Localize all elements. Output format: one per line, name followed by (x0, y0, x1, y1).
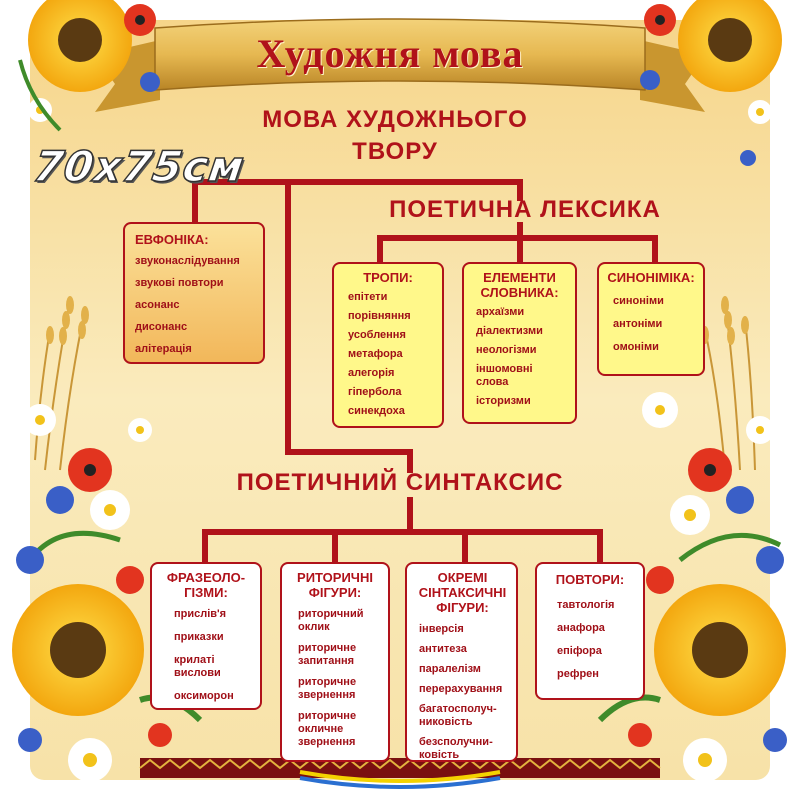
list-item: оксиморон (174, 690, 234, 702)
phraseologisms-title: ФРАЗЕОЛО-ГІЗМИ: (166, 570, 246, 600)
list-item: крилаті вислови (174, 654, 221, 679)
list-item: метафора (348, 348, 403, 360)
repetitions-title: ПОВТОРИ: (555, 572, 625, 587)
repetitions-box: ПОВТОРИ: тавтологія анафора епіфора рефр… (535, 562, 645, 700)
list-item: історизми (476, 395, 531, 407)
list-item: синоніми (613, 295, 664, 307)
list-item: антоніми (613, 318, 663, 330)
phraseologisms-box: ФРАЗЕОЛО-ГІЗМИ: прислів'я приказки крила… (150, 562, 262, 710)
syntactic-figures-title: ОКРЕМІ СІНТАКСИЧНІ ФІГУРИ: (418, 570, 507, 615)
list-item: омоніми (613, 341, 659, 353)
list-item: паралелізм (419, 663, 481, 675)
list-item: неологізми (476, 344, 537, 356)
list-item: антитеза (419, 643, 467, 655)
list-item: дисонанс (135, 321, 188, 333)
list-item: порівняння (348, 310, 411, 322)
synonymics-box: СИНОНІМІКА: синоніми антоніми омоніми (597, 262, 705, 376)
list-item: анафора (557, 622, 605, 634)
list-item: тавтологія (557, 599, 615, 611)
list-item: усоблення (348, 329, 406, 341)
syntactic-figures-box: ОКРЕМІ СІНТАКСИЧНІ ФІГУРИ: інверсія анти… (405, 562, 518, 762)
list-item: звуконаслідування (135, 255, 240, 267)
list-item: риторичне звернення (298, 676, 357, 701)
list-item: алегорія (348, 367, 395, 379)
list-item: архаїзми (476, 306, 525, 318)
size-label: 70х75см (30, 141, 249, 192)
list-item: діалектизми (476, 325, 543, 337)
list-item: епіфора (557, 645, 602, 657)
synonymics-title: СИНОНІМІКА: (607, 270, 695, 285)
list-item: перерахування (419, 683, 503, 695)
work-language-heading: МОВА ХУДОЖНЬОГО ТВОРУ (262, 106, 528, 165)
euphony-title: ЕВФОНІКА: (135, 232, 209, 247)
list-item: риторичне запитання (298, 642, 357, 667)
list-item: алітерація (135, 343, 192, 355)
tropes-title: ТРОПИ: (363, 270, 413, 285)
tropes-box: ТРОПИ: епітети порівняння усоблення мета… (332, 262, 444, 428)
vocabulary-elements-box: ЕЛЕМЕНТИ СЛОВНИКА: архаїзми діалектизми … (462, 262, 577, 424)
list-item: безсполучни-ковість (419, 736, 493, 761)
rhetorical-figures-title: РИТОРИЧНІ ФІГУРИ: (297, 570, 373, 600)
list-item: риторичний оклик (298, 608, 364, 633)
rhetorical-figures-box: РИТОРИЧНІ ФІГУРИ: риторичний оклик ритор… (280, 562, 390, 762)
list-item: риторичне окличне звернення (298, 710, 357, 748)
euphony-box: ЕВФОНІКА: звуконаслідування звукові повт… (123, 222, 265, 364)
poetic-syntax-heading: ПОЕТИЧНИЙ СИНТАКСИС (236, 469, 564, 496)
list-item: гіпербола (348, 386, 402, 398)
list-item: рефрен (557, 668, 599, 680)
list-item: звукові повтори (135, 277, 224, 289)
list-item: інверсія (419, 623, 464, 635)
vocabulary-elements-title: ЕЛЕМЕНТИ СЛОВНИКА: (480, 270, 559, 300)
list-item: багатосполуч-никовість (419, 703, 497, 728)
main-title: Художня мова (256, 31, 524, 76)
list-item: асонанс (135, 299, 180, 311)
list-item: епітети (348, 291, 388, 303)
poetic-lexicon-heading: ПОЕТИЧНА ЛЕКСИКА (389, 196, 661, 223)
list-item: іншомовні слова (476, 363, 533, 388)
list-item: синекдоха (348, 405, 405, 417)
list-item: приказки (174, 631, 224, 643)
list-item: прислів'я (174, 608, 227, 620)
